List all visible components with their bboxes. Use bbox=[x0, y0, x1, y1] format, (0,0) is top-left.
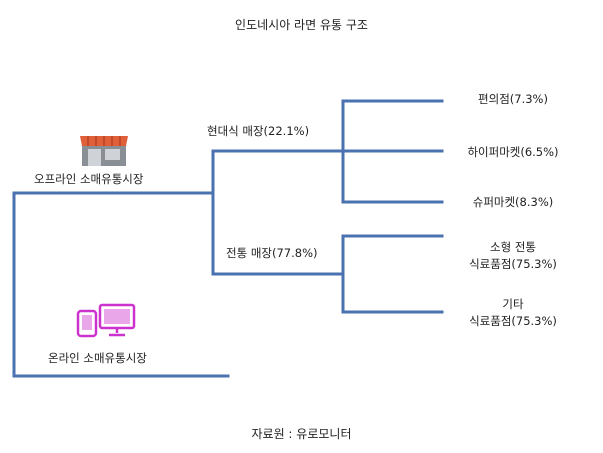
small-grocer-label-line2: 식료품점(75.3%) bbox=[469, 257, 557, 271]
other-grocer-label: 기타 식료품점(75.3%) bbox=[443, 296, 583, 330]
devices-icon bbox=[76, 303, 136, 338]
other-grocer-label-line2: 식료품점(75.3%) bbox=[469, 314, 557, 328]
source-note: 자료원 : 유로모니터 bbox=[251, 427, 352, 441]
traditional-store-label: 전통 매장(77.8%) bbox=[226, 246, 318, 260]
diagram-title: 인도네시아 라면 유통 구조 bbox=[235, 18, 368, 32]
store-icon bbox=[80, 136, 128, 166]
hypermarket-label: 하이퍼마켓(6.5%) bbox=[467, 145, 559, 159]
offline-channel-label: 오프라인 소매유통시장 bbox=[34, 172, 144, 186]
modern-store-label: 현대식 매장(22.1%) bbox=[207, 124, 310, 138]
supermarket-label: 슈퍼마켓(8.3%) bbox=[472, 195, 554, 209]
small-grocer-label-line1: 소형 전통 bbox=[490, 240, 536, 254]
small-grocer-label: 소형 전통 식료품점(75.3%) bbox=[443, 239, 583, 273]
other-grocer-label-line1: 기타 bbox=[502, 297, 524, 311]
online-channel-label: 온라인 소매유통시장 bbox=[48, 351, 147, 365]
convenience-store-label: 편의점(7.3%) bbox=[478, 92, 548, 106]
